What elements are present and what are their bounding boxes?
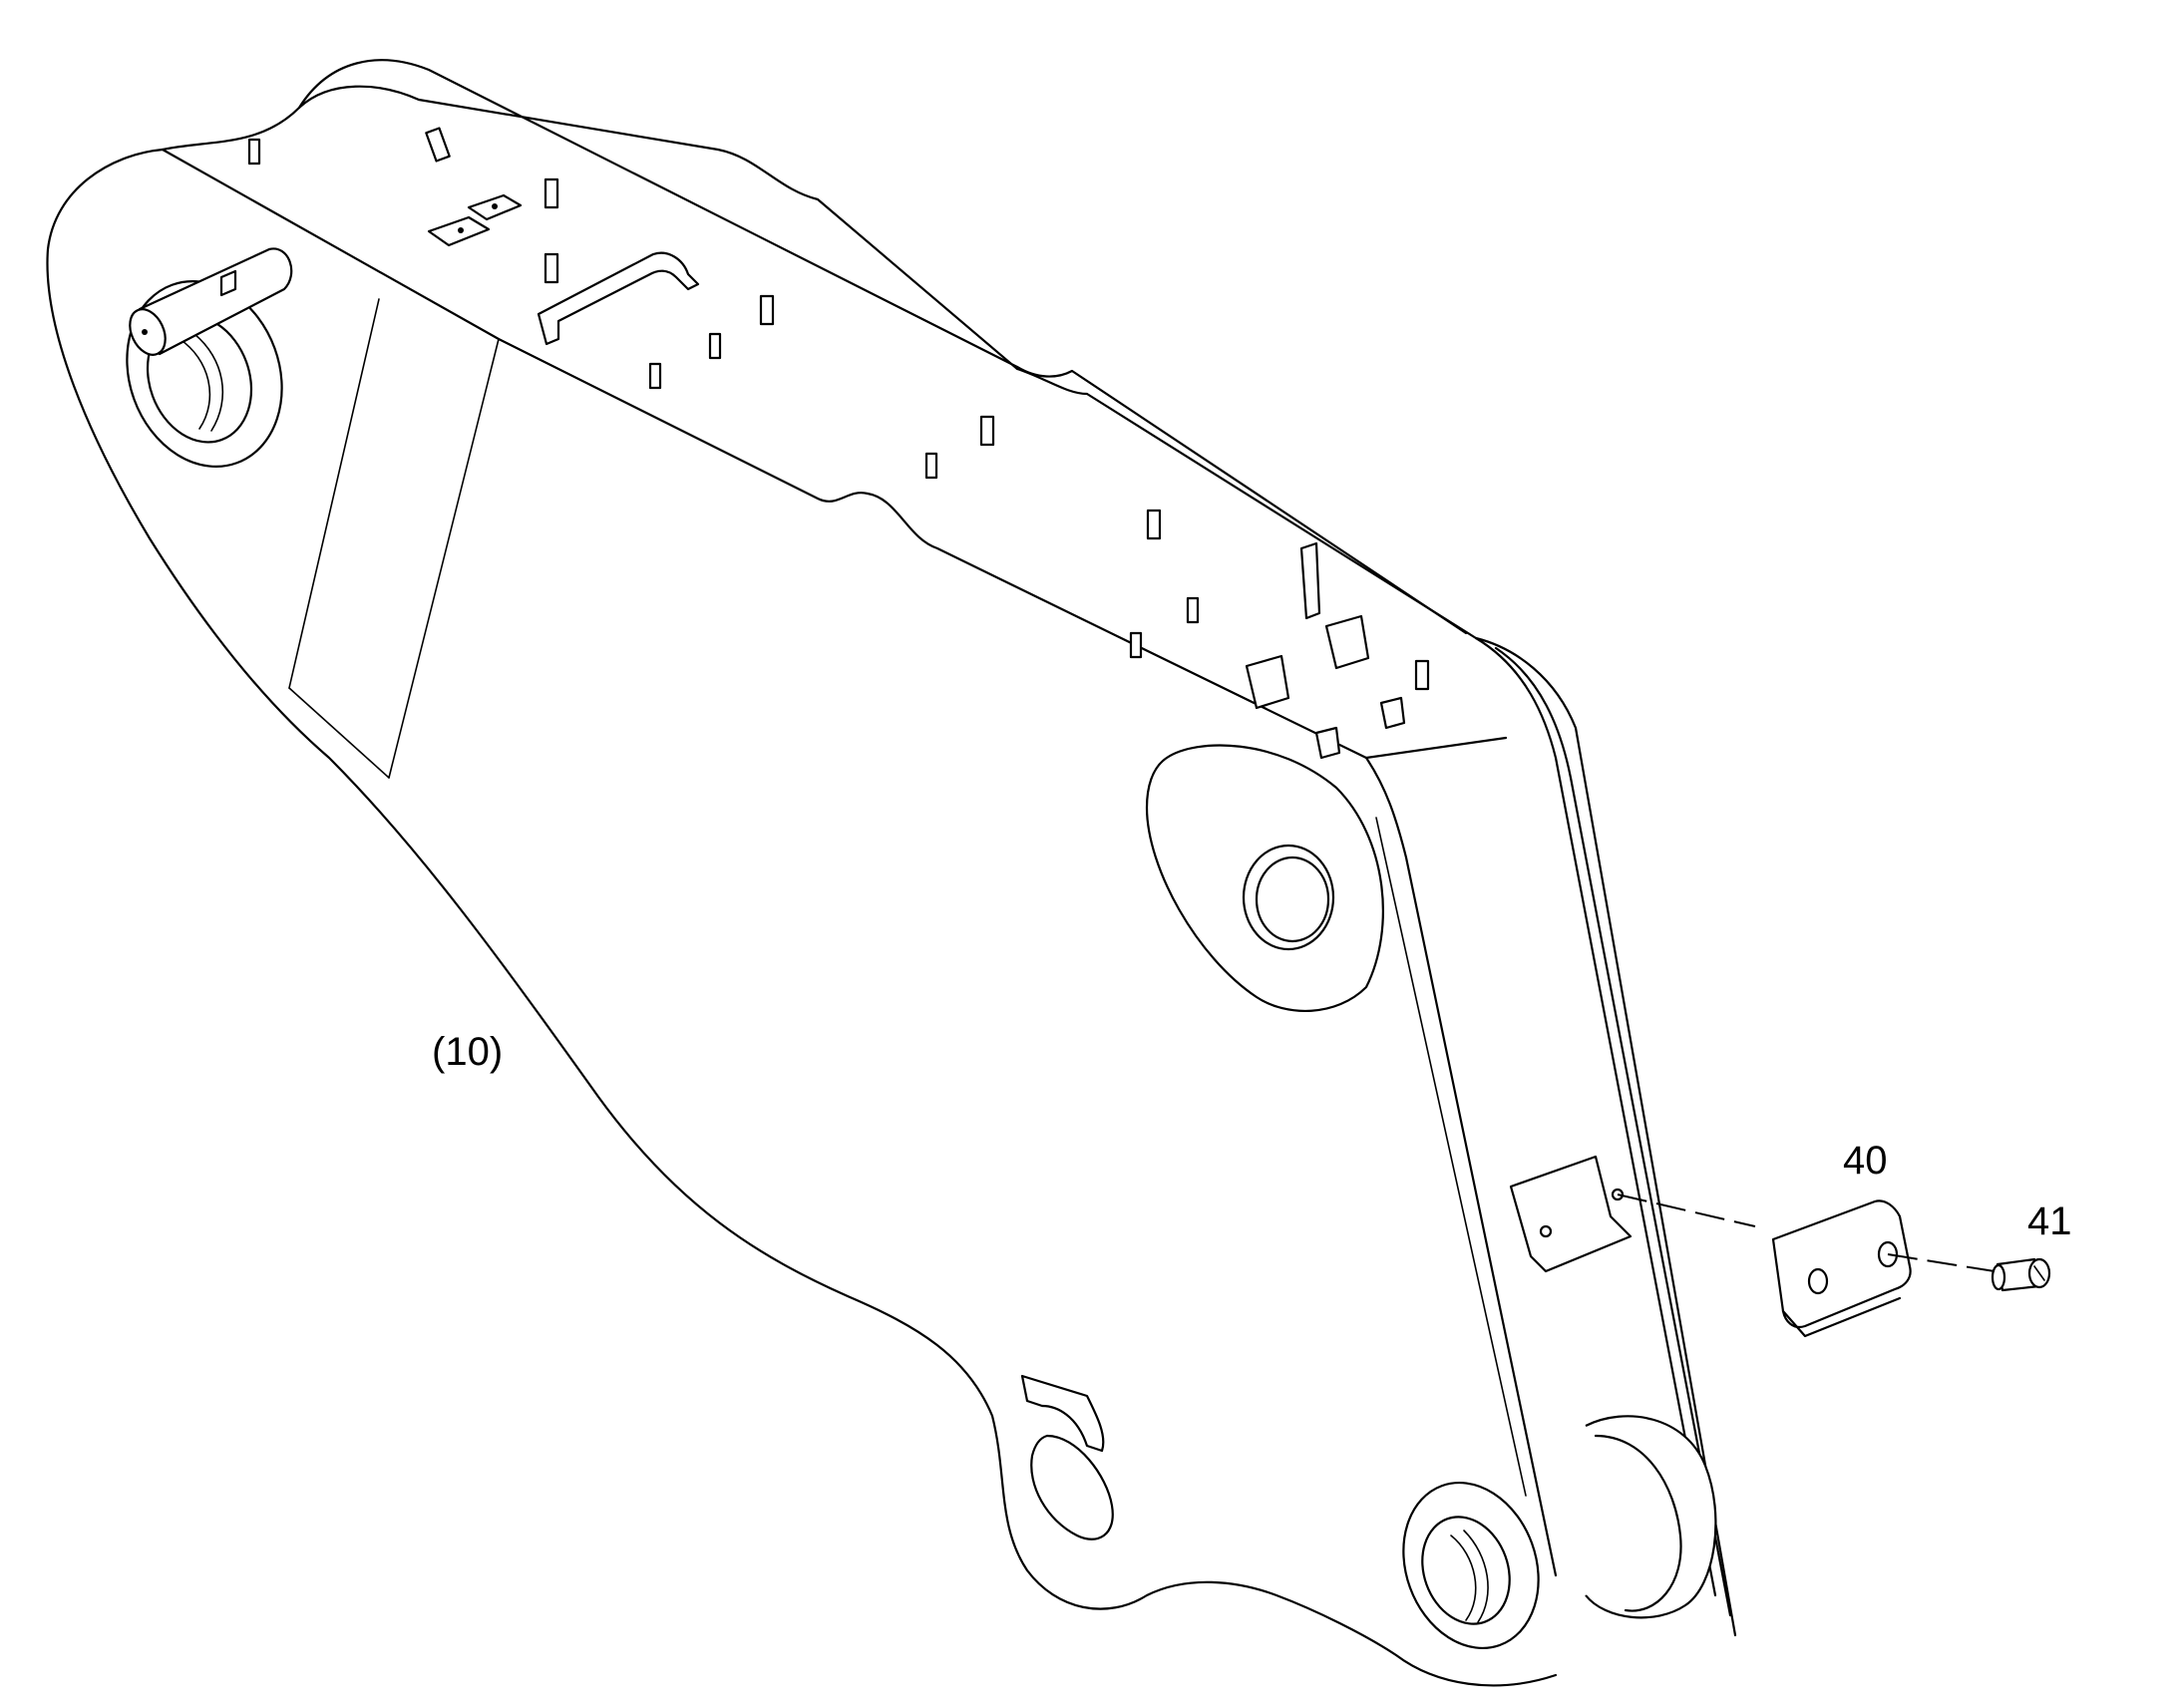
top-hardware [247, 127, 1430, 760]
lower-right-bore [1402, 1415, 1717, 1650]
callout-40: 40 [1843, 1139, 1888, 1183]
lower-left-hook [1020, 1374, 1114, 1540]
callout-10: (10) [432, 1030, 504, 1074]
middle-bore [1145, 744, 1384, 1012]
assembly-lines [1617, 1194, 1996, 1272]
body-pad-mount [1509, 1155, 1633, 1273]
callout-41: 41 [2027, 1199, 2072, 1243]
screw-part-41 [1991, 1257, 2051, 1292]
wear-pad-part-40 [1771, 1199, 1912, 1338]
arm-body-outline [46, 59, 1737, 1687]
upper-left-bore [126, 247, 293, 468]
